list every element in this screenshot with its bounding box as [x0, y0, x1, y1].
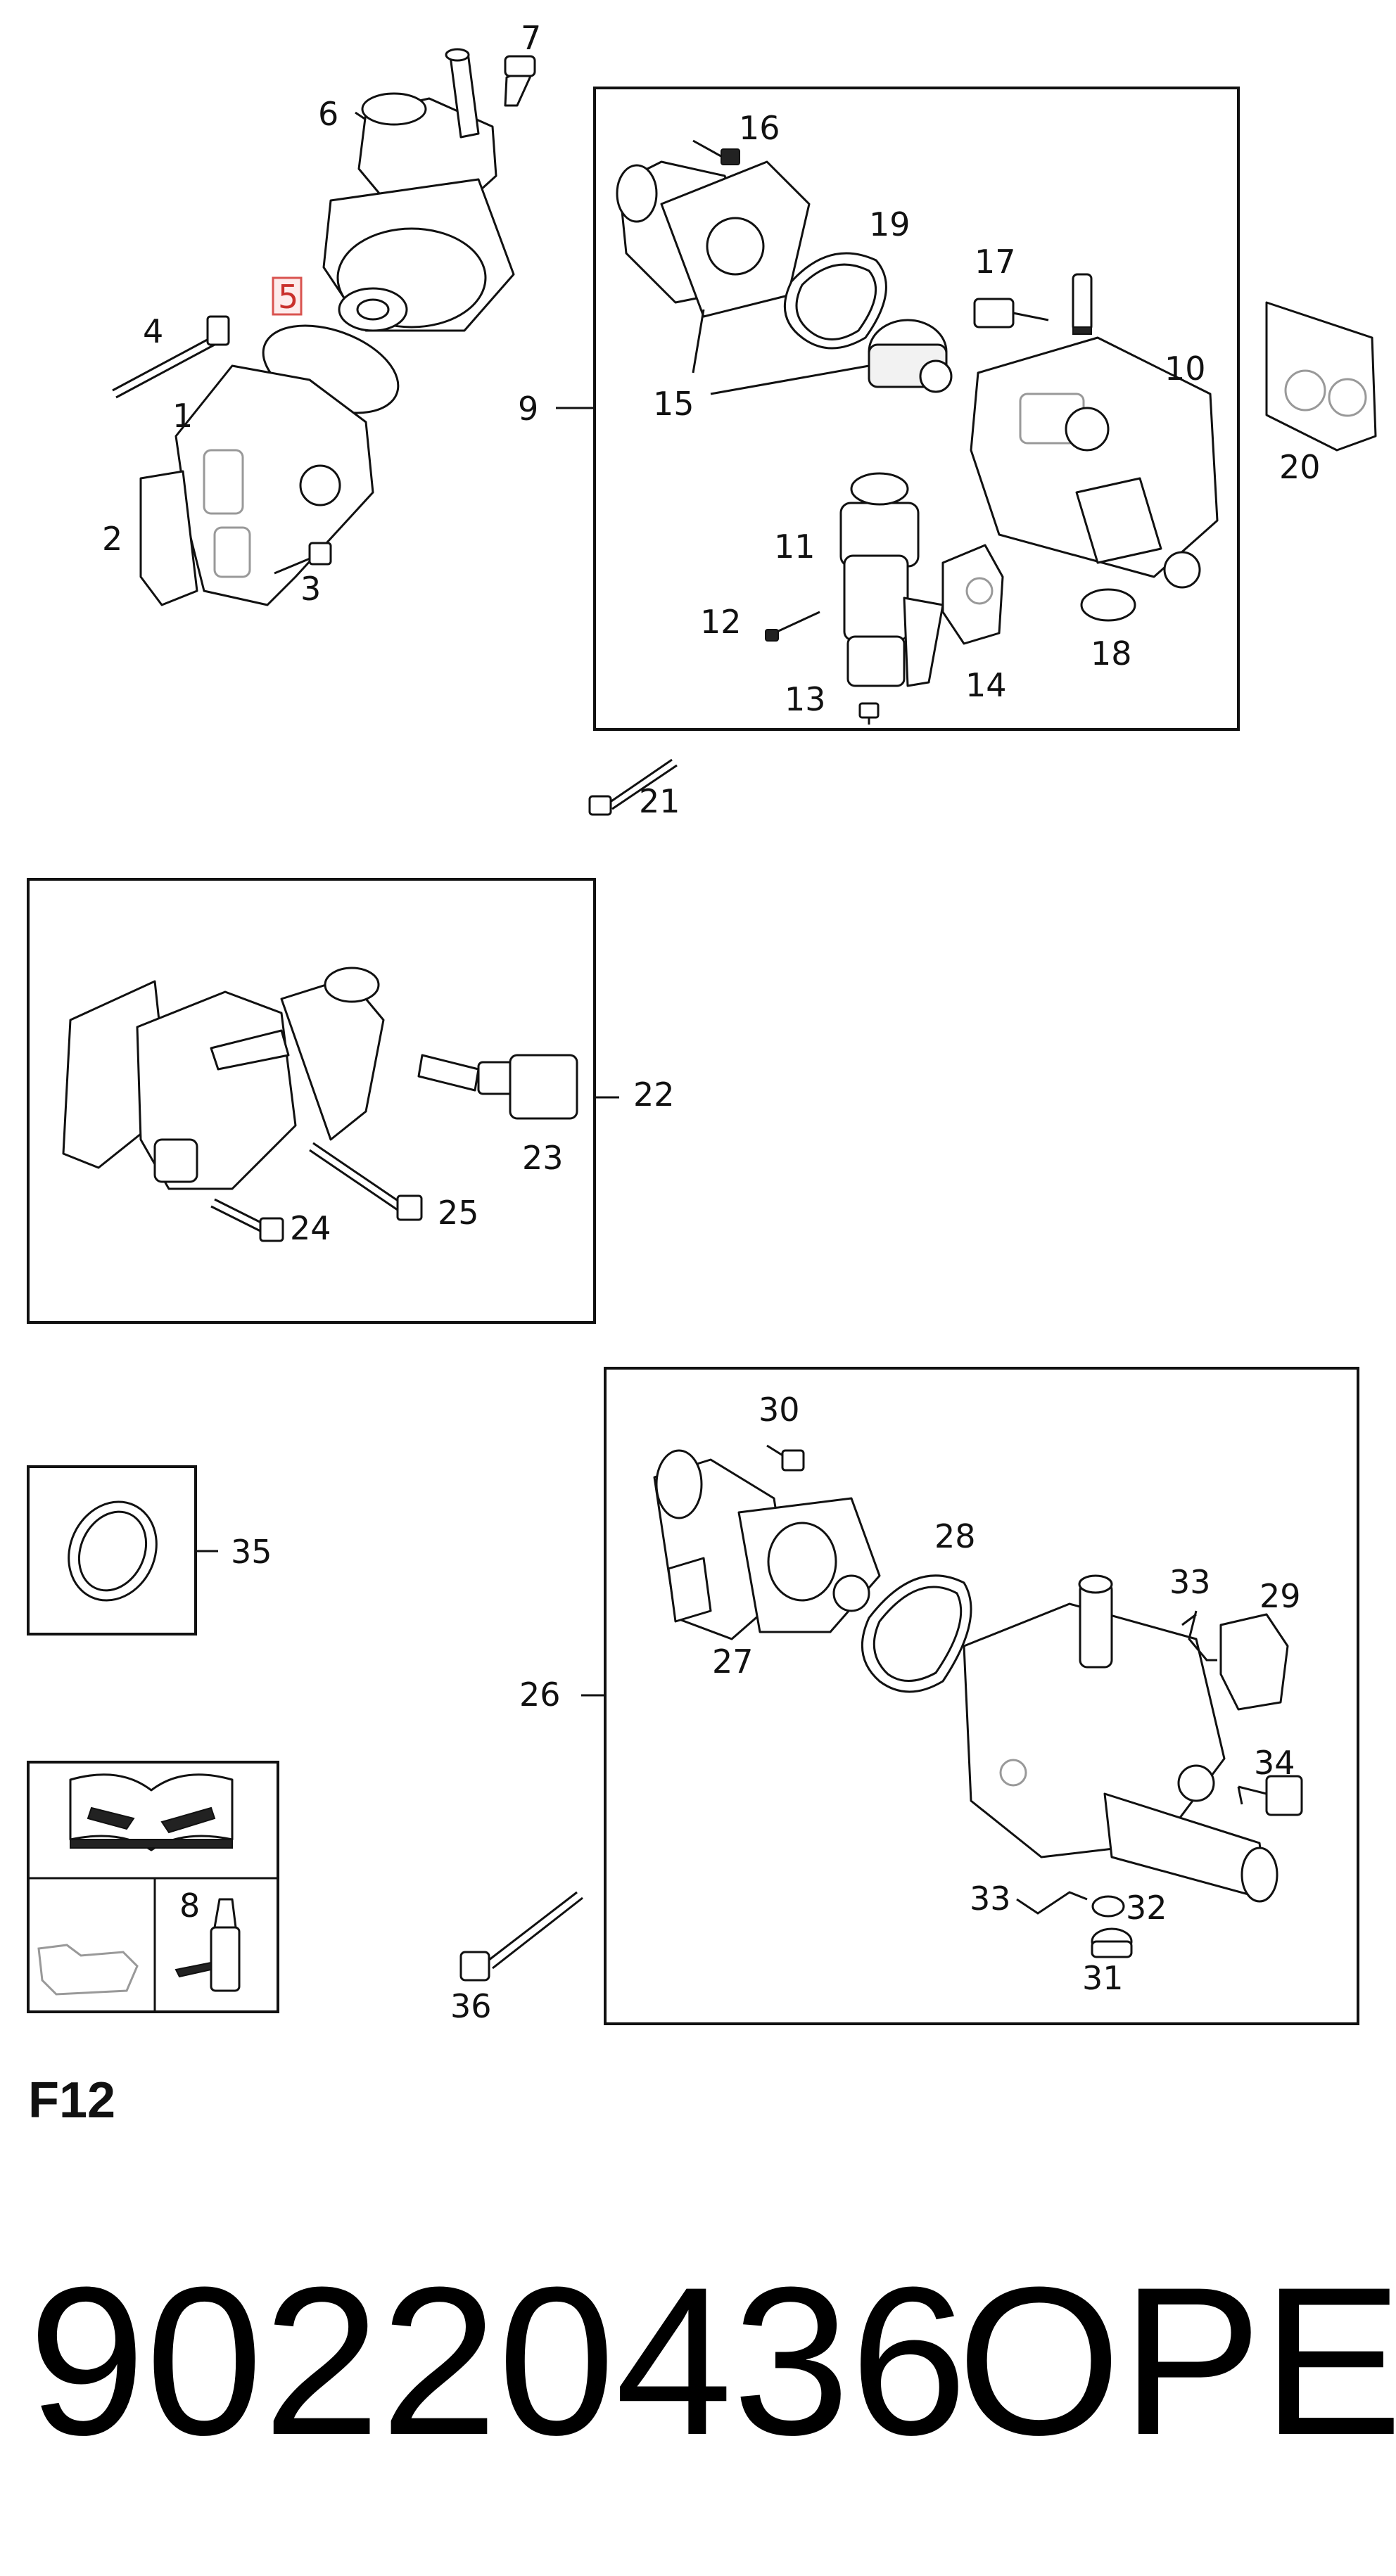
label-33-upper: 33	[1169, 1563, 1211, 1601]
part-31-plug	[1091, 1927, 1133, 1958]
label-34: 34	[1254, 1744, 1295, 1782]
part-27-housing	[653, 1449, 881, 1640]
label-15: 15	[653, 385, 694, 423]
oil-can-icon	[37, 1944, 139, 1996]
label-20: 20	[1279, 448, 1321, 486]
part-30-bolt	[766, 1444, 805, 1472]
label-31: 31	[1082, 1959, 1124, 1997]
part-5-seal	[338, 287, 408, 332]
part-22-housing	[62, 967, 385, 1190]
part-thermostat-insert	[868, 319, 953, 393]
label-6: 6	[318, 95, 338, 133]
label-5[interactable]: 5	[278, 278, 298, 316]
label-16: 16	[739, 109, 780, 147]
part-8-sealant-tube	[174, 1898, 241, 1992]
label-3: 3	[300, 570, 321, 608]
part-23-sensor	[417, 1054, 578, 1120]
label-11: 11	[774, 528, 816, 566]
label-2: 2	[102, 520, 122, 558]
section-code: F12	[28, 2072, 115, 2129]
label-32: 32	[1126, 1889, 1167, 1927]
label-10: 10	[1165, 350, 1206, 388]
group-22-box	[27, 878, 596, 1324]
part-7-bolt	[504, 55, 536, 107]
label-18: 18	[1091, 635, 1132, 672]
part-1-flange	[174, 364, 374, 606]
part-18-plug	[1080, 588, 1136, 622]
label-24: 24	[290, 1209, 331, 1247]
part-17-sensor	[973, 273, 1093, 335]
label-4: 4	[143, 312, 163, 350]
label-29: 29	[1259, 1577, 1301, 1615]
brand-name: OPEL	[957, 2243, 1396, 2479]
part-16-bolt	[692, 139, 740, 165]
part-29-gasket	[1219, 1613, 1289, 1711]
part-36-bolt	[459, 1891, 583, 1982]
part-14-gasket	[941, 544, 1004, 645]
part-24-bolt	[210, 1198, 284, 1242]
label-35: 35	[231, 1533, 272, 1571]
part-20-gasket	[1265, 301, 1377, 452]
label-25: 25	[438, 1194, 479, 1232]
label-1: 1	[172, 397, 193, 435]
label-30: 30	[759, 1391, 800, 1429]
label-8: 8	[179, 1887, 200, 1925]
part-33-clip-lower	[1016, 1891, 1088, 1915]
part-2-gasket	[139, 470, 198, 606]
label-12: 12	[700, 603, 742, 641]
part-33-clip-upper	[1188, 1610, 1217, 1662]
part-15-thermostat-housing	[616, 160, 811, 318]
label-22: 22	[633, 1076, 675, 1114]
part-3-bolt	[274, 542, 332, 575]
label-7: 7	[521, 19, 541, 57]
part-32-seal	[1091, 1895, 1125, 1918]
label-23: 23	[522, 1139, 564, 1177]
part-26-main-housing	[963, 1574, 1278, 1903]
part-11-egr-valve	[839, 472, 944, 687]
label-28: 28	[934, 1517, 976, 1555]
label-33-lower: 33	[970, 1880, 1011, 1918]
part-19-seal	[783, 252, 887, 350]
label-9: 9	[518, 390, 538, 428]
label-27: 27	[712, 1643, 754, 1681]
label-14: 14	[965, 666, 1007, 704]
part-number: 90220436	[28, 2243, 967, 2479]
label-5-highlight[interactable]: 5	[272, 276, 303, 316]
label-21: 21	[639, 782, 680, 820]
part-6-housing	[322, 48, 515, 332]
label-36: 36	[450, 1987, 492, 2025]
label-17: 17	[975, 243, 1016, 281]
part-12-bolt	[765, 611, 820, 642]
manual-book-icon	[69, 1773, 234, 1851]
label-19: 19	[869, 205, 910, 243]
part-35-ring	[68, 1500, 158, 1602]
info-box	[27, 1761, 279, 2013]
part-4-bolt	[112, 315, 230, 399]
part-21-bolt	[588, 758, 678, 816]
part-34-sensor	[1238, 1775, 1303, 1816]
label-26: 26	[519, 1676, 561, 1714]
part-13-bolt	[858, 702, 880, 725]
label-13: 13	[785, 680, 826, 718]
part-10-housing	[970, 336, 1219, 589]
part-25-bolt	[309, 1142, 423, 1221]
part-28-seal	[861, 1574, 972, 1693]
